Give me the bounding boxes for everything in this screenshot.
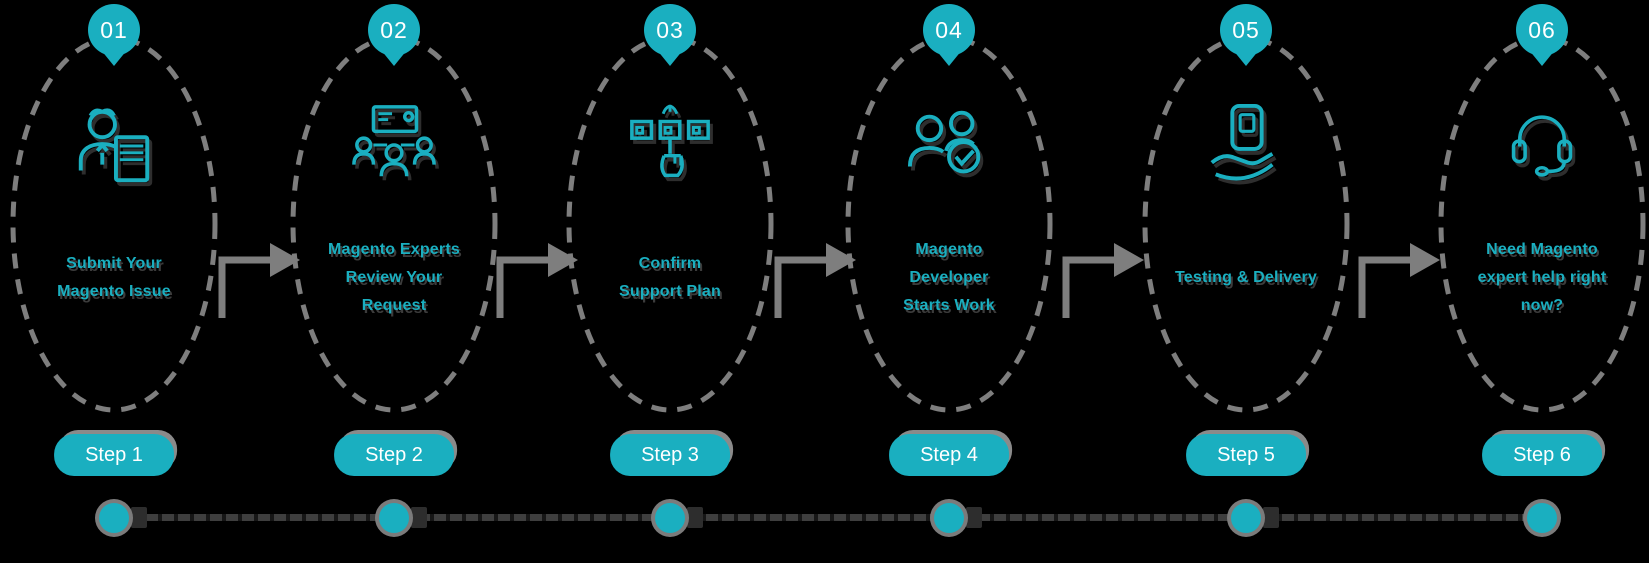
step-pill-button[interactable]: Step 1 <box>54 434 174 476</box>
step-number: 03 <box>656 16 684 43</box>
person-document-icon <box>70 102 158 195</box>
arrow-right-icon <box>490 218 585 328</box>
step-column-3: 03 Confirm Support Plan Step 3 <box>555 0 785 563</box>
timeline-dot-3 <box>655 503 685 533</box>
step-caption: Magento Developer Starts Work <box>903 241 995 314</box>
developer-check-icon <box>905 102 993 195</box>
step-column-5: 05 Testing & Delivery Step 5 <box>1131 0 1361 563</box>
step-pill-button[interactable]: Step 5 <box>1186 434 1306 476</box>
step-caption: Need Magento expert help right now? <box>1477 241 1607 314</box>
step-number-pin: 04 <box>923 4 975 56</box>
team-meeting-icon <box>350 102 438 195</box>
step-column-4: 04 Magento Developer Starts Work Step 4 <box>834 0 1064 563</box>
step-caption: Magento Experts Review Your Request <box>328 241 460 314</box>
step-pill-button[interactable]: Step 4 <box>889 434 1009 476</box>
hand-device-icon <box>1202 102 1290 195</box>
timeline-connector <box>687 507 703 528</box>
timeline-dot-2 <box>379 503 409 533</box>
arrow-right-icon <box>1352 218 1447 328</box>
hand-select-plan-icon <box>626 102 714 195</box>
step-pill-button[interactable]: Step 2 <box>334 434 454 476</box>
step-number-pin: 02 <box>368 4 420 56</box>
timeline-connector <box>131 507 147 528</box>
step-column-1: 01 Submit Your Magento Issue Step 1 <box>0 0 229 563</box>
step-number-pin: 05 <box>1220 4 1272 56</box>
timeline-connector <box>1263 507 1279 528</box>
step-number-pin: 06 <box>1516 4 1568 56</box>
timeline-connector <box>966 507 982 528</box>
step-pill-button[interactable]: Step 6 <box>1482 434 1602 476</box>
step-column-2: 02 Magento Experts Review Your Request S… <box>279 0 509 563</box>
step-number: 05 <box>1232 16 1260 43</box>
step-number-pin: 03 <box>644 4 696 56</box>
step-number: 01 <box>100 16 128 43</box>
arrow-right-icon <box>768 218 863 328</box>
step-number-pin: 01 <box>88 4 140 56</box>
timeline-dot-1 <box>99 503 129 533</box>
step-caption: Submit Your Magento Issue <box>57 255 171 300</box>
timeline-track <box>114 514 1542 521</box>
timeline-dot-6 <box>1527 503 1557 533</box>
headset-icon <box>1502 102 1582 187</box>
timeline-dot-5 <box>1231 503 1261 533</box>
step-caption: Confirm Support Plan <box>619 255 721 300</box>
step-number: 02 <box>380 16 408 43</box>
step-caption: Testing & Delivery <box>1174 269 1317 286</box>
step-number: 04 <box>935 16 963 43</box>
timeline-connector <box>411 507 427 528</box>
step-column-6: 06 Need Magento expert help right now? S… <box>1427 0 1649 563</box>
arrow-right-icon <box>212 218 307 328</box>
step-number: 06 <box>1528 16 1556 43</box>
step-pill-button[interactable]: Step 3 <box>610 434 730 476</box>
timeline-dot-4 <box>934 503 964 533</box>
arrow-right-icon <box>1056 218 1151 328</box>
